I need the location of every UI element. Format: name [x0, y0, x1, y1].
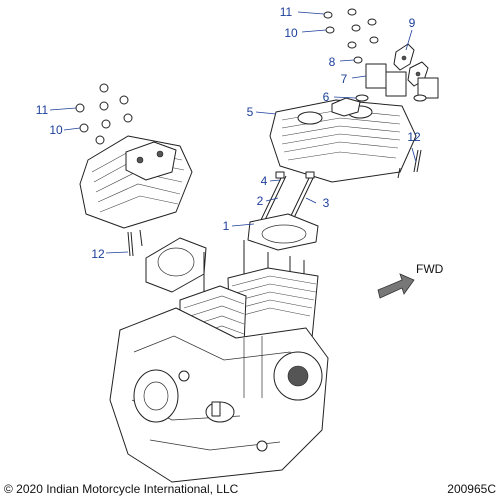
- callout-6: 6: [323, 90, 330, 104]
- right-cylinder-head: [269, 97, 417, 183]
- left-cylinder-head: [79, 135, 193, 229]
- callout-12-right: 12: [407, 130, 421, 144]
- callout-3: 3: [323, 196, 330, 210]
- left-dowel-pins: [127, 229, 143, 257]
- forward-direction-label: FWD: [416, 262, 444, 276]
- leader-lines: [49, 11, 417, 254]
- left-small-fasteners: [75, 83, 133, 145]
- callout-9: 9: [409, 16, 416, 30]
- head-gasket-right: [247, 213, 319, 251]
- callout-10-right: 10: [284, 26, 298, 40]
- crankcase: [109, 307, 329, 483]
- rocker-arms: [393, 43, 429, 87]
- callout-10-left: 10: [49, 123, 63, 137]
- callout-8: 8: [329, 55, 336, 69]
- forward-arrow-icon: [377, 273, 415, 299]
- callout-12-left: 12: [91, 247, 105, 261]
- copyright-notice: © 2020 Indian Motorcycle International, …: [4, 482, 239, 496]
- callout-1: 1: [223, 219, 230, 233]
- callout-7: 7: [341, 72, 348, 86]
- callout-5: 5: [247, 105, 254, 119]
- callout-2: 2: [257, 194, 264, 208]
- callout-11-left: 11: [36, 103, 49, 117]
- head-gasket-left: [145, 237, 207, 293]
- callout-11-right: 11: [280, 5, 293, 19]
- valve-seals: [275, 171, 315, 179]
- figure-id: 200965C: [447, 482, 496, 496]
- valve-retainers: [355, 94, 427, 102]
- callout-4: 4: [261, 174, 268, 188]
